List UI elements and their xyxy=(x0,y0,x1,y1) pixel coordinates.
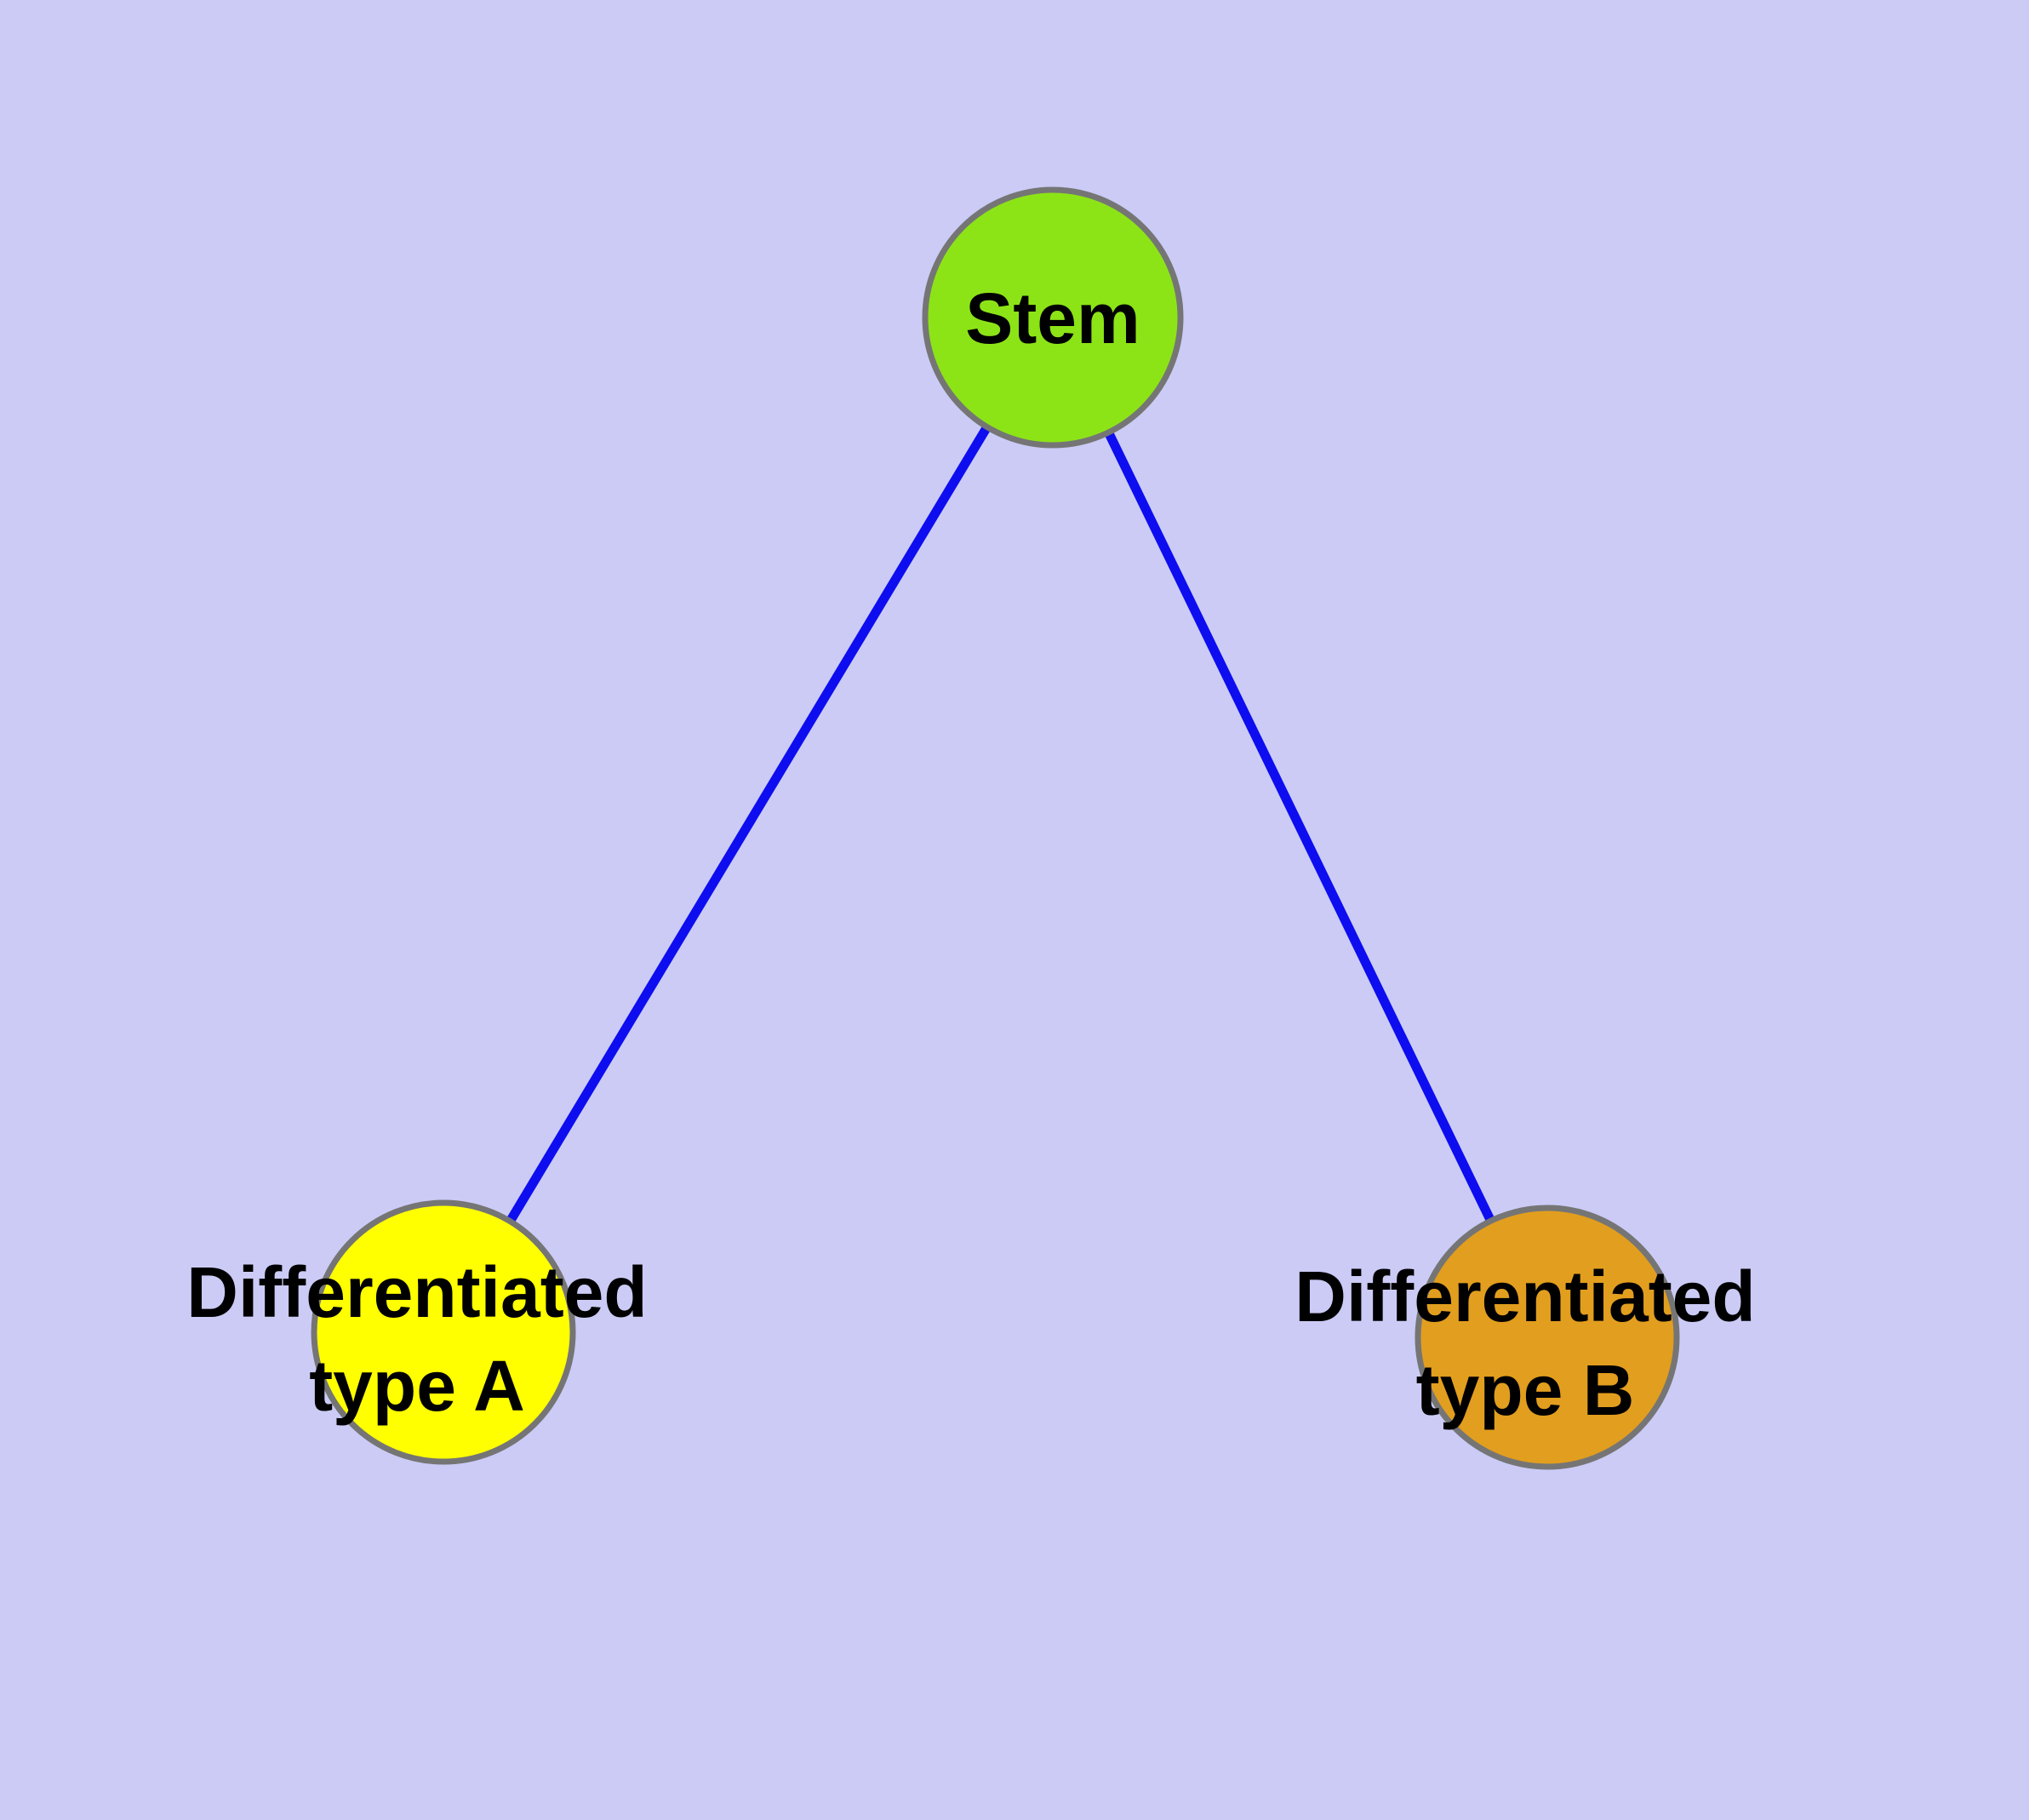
type-a-node-label-line1: Differentiated xyxy=(186,1252,647,1332)
type-a-node-circle xyxy=(311,1199,576,1465)
type-b-node-label-line2: type B xyxy=(1416,1350,1635,1430)
stem-node-label: Stem xyxy=(965,278,1140,358)
type-a-node-label-line2: type A xyxy=(309,1346,525,1426)
edge-stem-to-type-a xyxy=(439,315,1057,1335)
type-b-node-circle xyxy=(1415,1205,1680,1470)
type-b-node-label-line1: Differentiated xyxy=(1295,1256,1755,1336)
edge-stem-to-type-b xyxy=(1049,315,1552,1340)
stem-node-circle xyxy=(922,186,1184,449)
